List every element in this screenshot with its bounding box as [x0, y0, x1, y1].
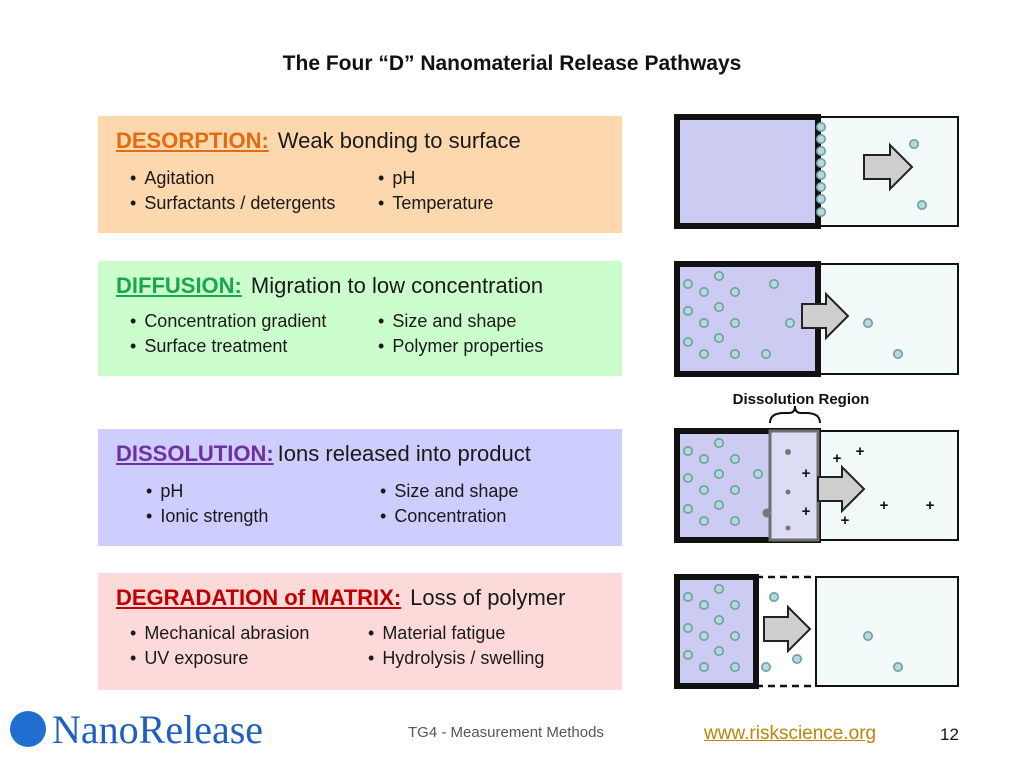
diffusion-bullet-size-shape: Size and shape	[378, 311, 516, 332]
diffusion-heading: DIFFUSION: Migration to low concentration	[116, 273, 604, 299]
degradation-heading: DEGRADATION of MATRIX: Loss of polymer	[116, 585, 604, 611]
degradation-bullet-mechanical-abrasion: Mechanical abrasion	[130, 623, 309, 644]
degradation-bullet-material-fatigue: Material fatigue	[368, 623, 505, 644]
dissolution-keyword: DISSOLUTION:	[116, 441, 274, 466]
ion-symbols: + + + + + + +	[802, 443, 935, 529]
diffusion-description: Migration to low concentration	[250, 273, 544, 298]
logo-dot-icon	[10, 711, 46, 747]
degradation-keyword: DEGRADATION of MATRIX:	[116, 585, 402, 610]
dissolution-region-brace	[769, 405, 821, 424]
dissolution-heading: DISSOLUTION:Ions released into product	[116, 441, 604, 467]
diffusion-bullet-surface-treatment: Surface treatment	[130, 336, 287, 357]
svg-text:+: +	[802, 503, 811, 520]
desorption-bullet-agitation: Agitation	[130, 168, 214, 189]
release-pathways-diagram: Dissolution Region + + + + +	[674, 114, 959, 689]
degradation-bullet-uv-exposure: UV exposure	[130, 648, 248, 669]
degradation-box: DEGRADATION of MATRIX: Loss of polymer Me…	[98, 573, 622, 690]
desorption-bullet-ph: pH	[378, 168, 415, 189]
desorption-keyword: DESORPTION:	[116, 128, 269, 153]
desorption-bullet-surfactants: Surfactants / detergents	[130, 193, 335, 214]
dissolution-description: Ions released into product	[277, 441, 531, 466]
dissolution-bullet-ionic-strength: Ionic strength	[146, 506, 268, 527]
desorption-schematic	[674, 114, 959, 229]
website-link[interactable]: www.riskscience.org	[704, 723, 877, 744]
degradation-description: Loss of polymer	[410, 585, 566, 610]
dissolution-box: DISSOLUTION:Ions released into product p…	[98, 429, 622, 546]
desorption-bullet-temperature: Temperature	[378, 193, 493, 214]
dissolution-bullet-size-shape: Size and shape	[380, 481, 518, 502]
dissolution-schematic: + + + + + + +	[674, 428, 959, 543]
diffusion-bullet-concentration-gradient: Concentration gradient	[130, 311, 326, 332]
svg-text:+: +	[833, 450, 842, 467]
dissolution-region-label: Dissolution Region	[733, 391, 870, 408]
nanorelease-logo: NanoRelease	[10, 707, 330, 758]
dissolving-particles	[762, 449, 791, 531]
degradation-bullet-hydrolysis: Hydrolysis / swelling	[368, 648, 544, 669]
dissolution-bullet-ph: pH	[146, 481, 183, 502]
release-arrow	[863, 142, 914, 192]
svg-text:+: +	[856, 443, 865, 460]
page-number: 12	[940, 725, 959, 744]
footer-center-text: TG4 - Measurement Methods	[408, 724, 604, 741]
release-arrow	[817, 464, 866, 514]
desorption-heading: DESORPTION: Weak bonding to surface	[116, 128, 604, 154]
diffusion-box: DIFFUSION: Migration to low concentration…	[98, 261, 622, 376]
desorption-description: Weak bonding to surface	[277, 128, 521, 153]
svg-text:+: +	[802, 465, 811, 482]
diffusion-keyword: DIFFUSION:	[116, 273, 242, 298]
release-arrow	[801, 291, 850, 341]
svg-text:+: +	[880, 497, 889, 514]
diffusion-schematic	[674, 261, 959, 377]
desorption-box: DESORPTION: Weak bonding to surface Agita…	[98, 116, 622, 233]
dissolution-bullet-concentration: Concentration	[380, 506, 506, 527]
release-arrow	[763, 604, 812, 654]
slide-title: The Four “D” Nanomaterial Release Pathwa…	[282, 52, 742, 75]
diffusion-bullet-polymer-properties: Polymer properties	[378, 336, 543, 357]
logo-text: NanoRelease	[52, 707, 264, 752]
svg-text:+: +	[926, 497, 935, 514]
svg-text:+: +	[841, 512, 850, 529]
degradation-schematic	[674, 574, 959, 689]
